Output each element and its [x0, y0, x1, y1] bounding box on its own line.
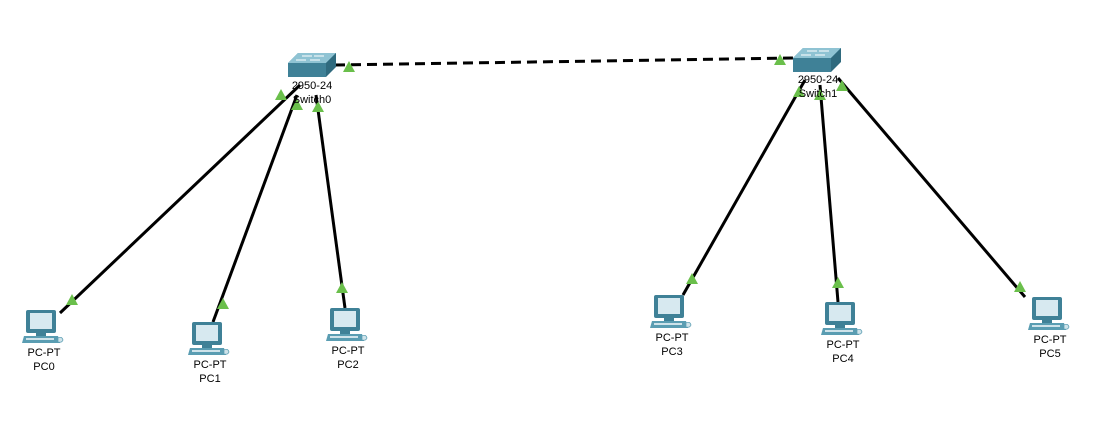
pc-pc1[interactable]: PC-PT PC1 [187, 321, 230, 385]
switch-icon[interactable] [287, 52, 337, 78]
pc-name-label: PC1 [199, 373, 220, 385]
pc-name-label: PC2 [337, 359, 358, 371]
link-status-up-icon [275, 89, 287, 100]
link-pc3-switch1[interactable] [681, 79, 807, 296]
pc-pc2[interactable]: PC-PT PC2 [325, 307, 368, 371]
link-pc4-switch1[interactable] [818, 84, 840, 303]
link-status-up-icon [336, 282, 348, 293]
pc-icon[interactable] [187, 321, 230, 356]
links-layer [58, 54, 1027, 323]
link-pc0-switch0[interactable] [58, 83, 302, 315]
pc-icon[interactable] [820, 301, 863, 336]
switch-model-label: 2950-24 [292, 80, 332, 92]
pc-model-label: PC-PT [28, 347, 61, 359]
pc-model-label: PC-PT [656, 332, 689, 344]
pc-icon[interactable] [325, 307, 368, 342]
switch-name-label: Switch1 [799, 88, 838, 100]
link-pc5-switch1[interactable] [836, 77, 1027, 298]
link-switch0-switch1[interactable] [334, 56, 796, 67]
pc-pc5[interactable]: PC-PT PC5 [1027, 296, 1070, 360]
link-pc1-switch0[interactable] [211, 94, 299, 323]
pc-model-label: PC-PT [1034, 334, 1067, 346]
pc-model-label: PC-PT [194, 359, 227, 371]
pc-pc4[interactable]: PC-PT PC4 [820, 301, 863, 365]
switch-icon[interactable] [792, 47, 842, 73]
link-status-up-icon [343, 61, 355, 72]
switch-name-label: Switch0 [293, 94, 332, 106]
pc-name-label: PC4 [832, 353, 853, 365]
link-pc2-switch0[interactable] [314, 94, 347, 309]
pc-name-label: PC5 [1039, 348, 1060, 360]
pc-name-label: PC0 [33, 361, 54, 373]
pc-model-label: PC-PT [332, 345, 365, 357]
pc-name-label: PC3 [661, 346, 682, 358]
pc-model-label: PC-PT [827, 339, 860, 351]
pc-icon[interactable] [21, 309, 64, 344]
pc-icon[interactable] [1027, 296, 1070, 331]
pc-icon[interactable] [649, 294, 692, 329]
pc-pc3[interactable]: PC-PT PC3 [649, 294, 692, 358]
link-status-up-icon [832, 277, 844, 288]
pc-pc0[interactable]: PC-PT PC0 [21, 309, 64, 373]
switch-model-label: 2950-24 [798, 74, 838, 86]
